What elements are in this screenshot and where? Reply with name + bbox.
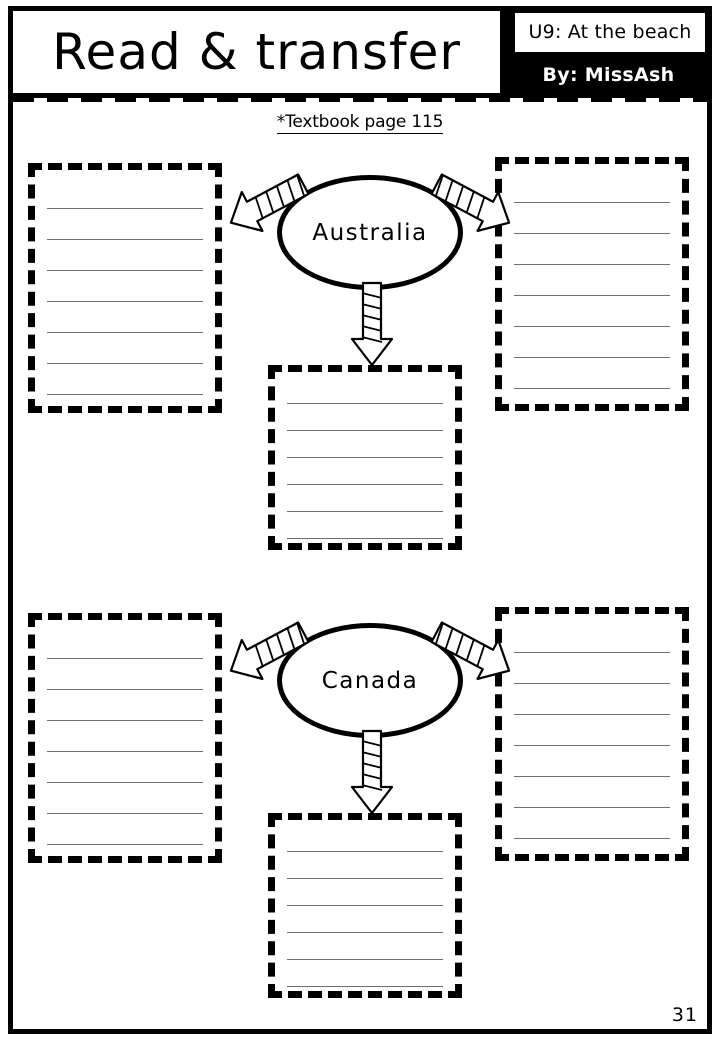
canada-arrow-up-left-icon xyxy=(220,620,316,682)
rule-line xyxy=(47,658,203,659)
rule-line xyxy=(514,233,670,234)
author-label: By: MissAsh xyxy=(542,63,675,86)
rule-line xyxy=(514,295,670,296)
rule-line xyxy=(514,745,670,746)
ruled-lines xyxy=(514,614,670,854)
header-dashed-divider xyxy=(13,95,707,102)
header-right-block: U9: At the beach By: MissAsh xyxy=(505,6,712,98)
title-box: Read & transfer xyxy=(8,6,505,98)
rule-line xyxy=(47,394,203,395)
ruled-lines xyxy=(47,620,203,856)
rule-line xyxy=(287,484,443,485)
unit-box: U9: At the beach xyxy=(515,13,705,52)
ruled-lines xyxy=(287,372,443,543)
rule-line xyxy=(287,905,443,906)
rule-line xyxy=(287,878,443,879)
rule-line xyxy=(514,652,670,653)
rule-line xyxy=(287,430,443,431)
rule-line xyxy=(47,332,203,333)
textbook-reference-text: *Textbook page 115 xyxy=(276,112,444,134)
australia-label: Australia xyxy=(312,219,428,246)
rule-line xyxy=(47,689,203,690)
author-row: By: MissAsh xyxy=(505,56,712,94)
rule-line xyxy=(47,782,203,783)
rule-line xyxy=(287,959,443,960)
rule-line xyxy=(47,720,203,721)
rule-line xyxy=(287,457,443,458)
canada-right-box[interactable] xyxy=(495,607,689,861)
rule-line xyxy=(287,932,443,933)
rule-line xyxy=(514,357,670,358)
australia-left-box[interactable] xyxy=(28,163,222,413)
rule-line xyxy=(514,264,670,265)
rule-line xyxy=(514,388,670,389)
australia-arrow-up-left-icon xyxy=(220,172,316,234)
textbook-reference: *Textbook page 115 xyxy=(0,112,720,134)
rule-line xyxy=(47,844,203,845)
rule-line xyxy=(514,714,670,715)
rule-line xyxy=(514,776,670,777)
rule-line xyxy=(47,239,203,240)
australia-right-box[interactable] xyxy=(495,157,689,411)
page-title: Read & transfer xyxy=(52,23,461,81)
canada-left-box[interactable] xyxy=(28,613,222,863)
canada-arrow-down-icon xyxy=(348,729,396,817)
rule-line xyxy=(47,363,203,364)
rule-line xyxy=(47,813,203,814)
rule-line xyxy=(514,838,670,839)
unit-label: U9: At the beach xyxy=(528,21,692,43)
australia-arrow-down-icon xyxy=(348,281,396,369)
rule-line xyxy=(287,851,443,852)
rule-line xyxy=(514,683,670,684)
rule-line xyxy=(47,208,203,209)
canada-arrow-up-right-icon xyxy=(424,620,520,682)
rule-line xyxy=(287,403,443,404)
rule-line xyxy=(514,202,670,203)
rule-line xyxy=(287,986,443,987)
rule-line xyxy=(47,751,203,752)
rule-line xyxy=(47,270,203,271)
rule-line xyxy=(47,301,203,302)
australia-bottom-box[interactable] xyxy=(268,365,462,550)
ruled-lines xyxy=(514,164,670,404)
rule-line xyxy=(287,538,443,539)
rule-line xyxy=(287,511,443,512)
canada-label: Canada xyxy=(321,667,419,694)
rule-line xyxy=(514,326,670,327)
ruled-lines xyxy=(287,820,443,991)
worksheet-header: Read & transfer U9: At the beach By: Mis… xyxy=(8,6,712,98)
page-number: 31 xyxy=(671,1004,698,1026)
australia-arrow-up-right-icon xyxy=(424,172,520,234)
canada-bottom-box[interactable] xyxy=(268,813,462,998)
rule-line xyxy=(514,807,670,808)
ruled-lines xyxy=(47,170,203,406)
